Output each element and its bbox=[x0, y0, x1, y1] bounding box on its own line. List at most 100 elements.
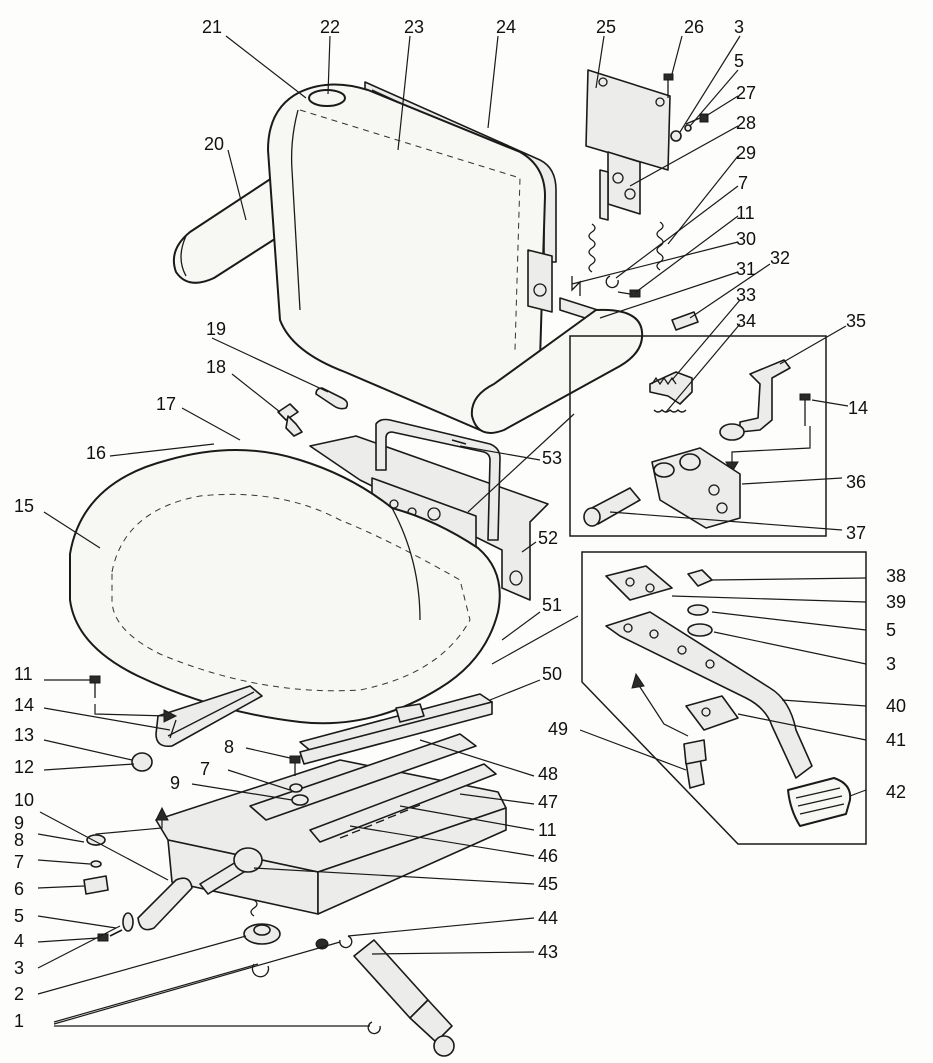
pedal-detail-box bbox=[581, 551, 867, 845]
callout-7-top: 7 bbox=[738, 173, 748, 193]
callout-labels: 21 22 23 24 25 26 3 5 27 28 29 7 11 30 3… bbox=[14, 17, 906, 1031]
callout-14-mid: 11 bbox=[538, 820, 557, 840]
callout-32: 32 bbox=[770, 248, 790, 268]
left-armrest-20 bbox=[172, 175, 293, 284]
callout-3-left: 3 bbox=[14, 958, 24, 978]
backrest-cushion-23 bbox=[267, 83, 546, 431]
callout-52: 52 bbox=[538, 528, 558, 548]
callout-11-mid: 8 bbox=[224, 737, 234, 757]
pad-51 bbox=[395, 703, 425, 723]
nut-38-washers-5-3 bbox=[687, 569, 713, 637]
plug-13 bbox=[131, 752, 153, 772]
callout-31: 31 bbox=[736, 259, 756, 279]
callout-5-left: 5 bbox=[14, 906, 24, 926]
callout-2: 2 bbox=[14, 984, 24, 1004]
pedal-40 bbox=[605, 611, 813, 779]
callout-7-mid: 7 bbox=[200, 759, 210, 779]
clip-7-and-bolt-11 bbox=[605, 275, 641, 298]
callout-12: 12 bbox=[14, 757, 34, 777]
callout-9-visible: 9 bbox=[14, 813, 24, 833]
callout-37: 37 bbox=[846, 523, 866, 543]
callout-13: 13 bbox=[14, 725, 34, 745]
washers-7-8-mid bbox=[289, 783, 309, 806]
callout-14-left: 14 bbox=[14, 695, 34, 715]
pivot-bracket-30 bbox=[527, 249, 581, 313]
callout-1: 1 bbox=[14, 1011, 24, 1031]
callout-21: 21 bbox=[202, 17, 222, 37]
callout-29: 29 bbox=[736, 143, 756, 163]
callout-42: 42 bbox=[886, 782, 906, 802]
plate-39 bbox=[605, 565, 673, 601]
bolt-26-top bbox=[663, 73, 674, 98]
callout-44: 44 bbox=[538, 908, 558, 928]
backrest-bracket-25 bbox=[585, 69, 671, 221]
callout-43: 43 bbox=[538, 942, 558, 962]
callout-53: 53 bbox=[542, 448, 562, 468]
sleeve-9 bbox=[137, 877, 193, 931]
lever-detail-box bbox=[569, 335, 827, 537]
bolt-11-left bbox=[89, 675, 101, 698]
seat-cushion-15 bbox=[69, 449, 501, 725]
callout-47: 47 bbox=[538, 792, 558, 812]
callout-38: 38 bbox=[886, 566, 906, 586]
headrest-knob-22 bbox=[308, 89, 346, 107]
callout-49: 49 bbox=[548, 719, 568, 739]
callout-3-top: 3 bbox=[734, 17, 744, 37]
lift-handle-52 bbox=[375, 418, 501, 541]
callout-34: 34 bbox=[736, 311, 756, 331]
washers-3-5-top bbox=[670, 124, 692, 142]
callout-40: 40 bbox=[886, 696, 906, 716]
callout-24: 24 bbox=[496, 17, 516, 37]
left-rail-14 bbox=[155, 685, 263, 748]
springs-29 bbox=[588, 221, 664, 273]
callout-39: 39 bbox=[886, 592, 906, 612]
callout-20: 20 bbox=[204, 134, 224, 154]
pedal-pad-42 bbox=[787, 777, 852, 827]
spring-34 bbox=[653, 409, 687, 413]
pin-53 bbox=[451, 439, 467, 445]
callout-17: 17 bbox=[156, 394, 176, 414]
callout-8-mid: 9 bbox=[170, 773, 180, 793]
callout-11-left: 11 bbox=[14, 664, 33, 684]
bushing-2-and-mount bbox=[243, 899, 281, 978]
rail-50 bbox=[299, 693, 493, 765]
callout-8-left: 8 bbox=[14, 830, 24, 850]
callout-46: 46 bbox=[538, 846, 558, 866]
callout-41: 41 bbox=[886, 730, 906, 750]
callout-26-lower: 14 bbox=[848, 398, 868, 418]
bolt-11-mid bbox=[289, 755, 301, 776]
callout-45: 45 bbox=[538, 874, 558, 894]
rail-arrow-14 bbox=[94, 704, 178, 723]
callout-23: 23 bbox=[404, 17, 424, 37]
pedal-arrow-49 bbox=[631, 672, 689, 737]
callout-35: 35 bbox=[846, 311, 866, 331]
callout-51: 51 bbox=[542, 595, 562, 615]
callout-48: 48 bbox=[538, 764, 558, 784]
pin-37 bbox=[583, 487, 641, 527]
callout-4: 4 bbox=[14, 931, 24, 951]
callout-10: 10 bbox=[14, 790, 34, 810]
callout-16: 16 bbox=[86, 443, 106, 463]
callout-50: 50 bbox=[542, 664, 562, 684]
callout-5-top: 5 bbox=[734, 51, 744, 71]
release-lever-35 bbox=[719, 359, 791, 441]
callout-26-top: 26 bbox=[684, 17, 704, 37]
callout-6: 6 bbox=[14, 879, 24, 899]
callout-15: 15 bbox=[14, 496, 34, 516]
callout-11-top: 11 bbox=[736, 203, 755, 223]
base-arrow-10 bbox=[95, 806, 169, 846]
callout-36: 36 bbox=[846, 472, 866, 492]
gas-strut-43 bbox=[353, 939, 455, 1057]
shock-eye-45 bbox=[199, 847, 263, 895]
callout-7-left: 7 bbox=[14, 852, 24, 872]
leader-lines bbox=[37, 35, 867, 1027]
callout-27: 27 bbox=[736, 83, 756, 103]
small-parts-left bbox=[83, 834, 134, 942]
bolt-26-lower bbox=[799, 393, 811, 426]
bolt-27 bbox=[685, 113, 709, 125]
callout-25: 25 bbox=[596, 17, 616, 37]
right-armrest-31 bbox=[470, 297, 644, 434]
callout-19: 19 bbox=[206, 319, 226, 339]
bolt-49 bbox=[683, 739, 707, 789]
